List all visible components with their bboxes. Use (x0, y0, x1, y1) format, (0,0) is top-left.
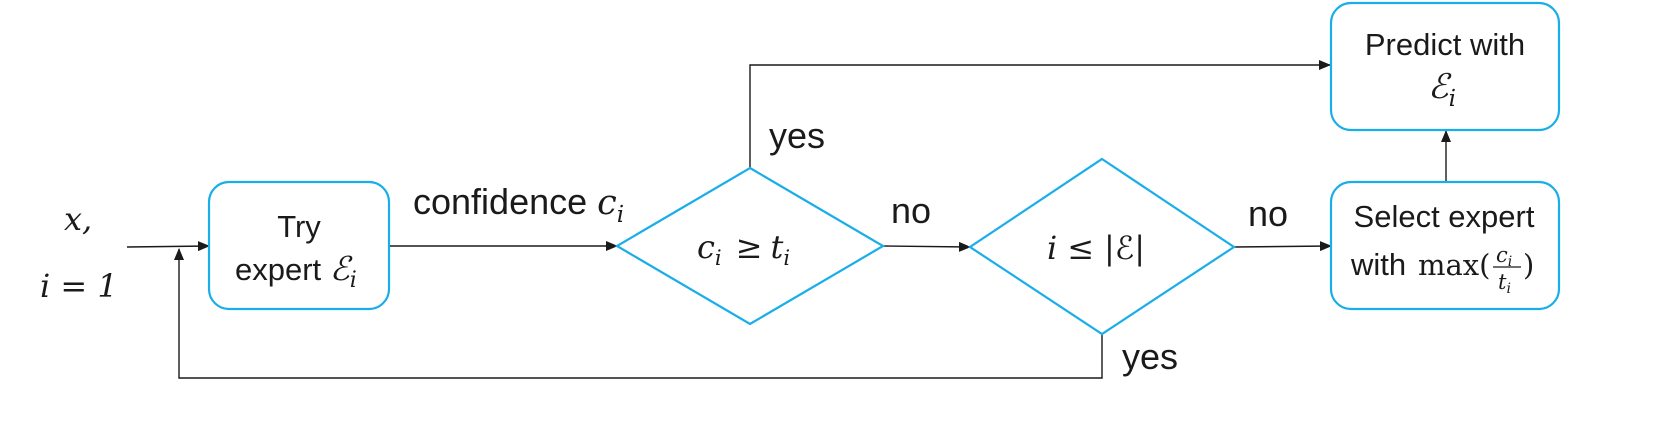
select-box-max: max( (1418, 248, 1490, 282)
no-label-1: no (891, 190, 931, 231)
index-decision-diamond (968, 157, 1236, 336)
select-box-close-paren: ) (1523, 248, 1534, 282)
decision1-condition: ci≥ti (697, 228, 790, 270)
select-expert-box (1329, 180, 1561, 311)
input-i-init-label: i = 1 (40, 267, 118, 305)
no-label-2: no (1248, 193, 1288, 234)
select-box-denominator: ti (1498, 270, 1511, 297)
try-box-line1: Try (277, 209, 321, 244)
input-x-label: x, (64, 200, 92, 238)
no-to-select-arrow (1233, 241, 1332, 252)
try-box-line2: expert ℰi (235, 249, 357, 293)
loop-back-arrow (174, 248, 1103, 379)
select-box-line1: Select expert (1354, 199, 1535, 234)
try-expert-box (207, 180, 391, 311)
select-box-line2: with (1350, 247, 1406, 282)
yes-bottom-label: yes (1122, 336, 1178, 377)
predict-box-symbol: ℰi (1428, 67, 1456, 112)
yes-top-label: yes (769, 115, 825, 156)
select-box-numerator: ci (1496, 243, 1512, 270)
predict-box-line1: Predict with (1365, 27, 1525, 62)
predict-box (1329, 1, 1561, 132)
yes-to-predict-arrow (749, 60, 1331, 168)
decision2-condition: i≤|ℰ| (1047, 229, 1145, 267)
confidence-decision-diamond (614, 166, 886, 326)
no-to-decision2-arrow (882, 241, 971, 252)
input-arrow (126, 241, 210, 252)
confidence-label: confidence ci (413, 181, 624, 228)
